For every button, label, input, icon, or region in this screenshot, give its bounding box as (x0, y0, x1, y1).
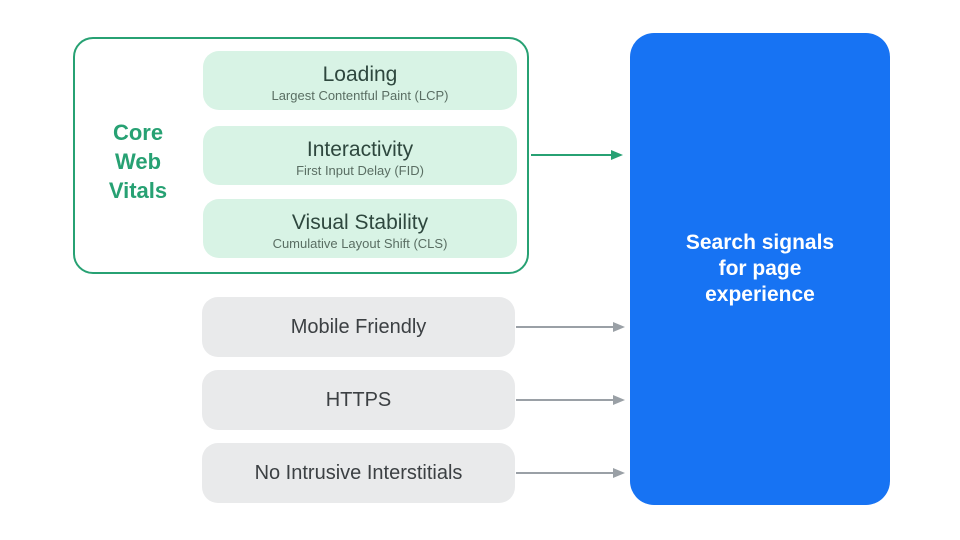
metric-subtitle: Largest Contentful Paint (LCP) (271, 87, 449, 103)
metric-subtitle: First Input Delay (FID) (296, 162, 424, 178)
metric-card-visual-stability: Visual Stability Cumulative Layout Shift… (203, 199, 517, 258)
search-signals-panel: Search signals for page experience (630, 33, 890, 505)
core-web-vitals-label: Core Web Vitals (73, 118, 203, 205)
signal-card-no-intrusive-interstitials: No Intrusive Interstitials (202, 443, 515, 503)
metric-title: Visual Stability (291, 210, 429, 234)
signal-label: No Intrusive Interstitials (254, 461, 463, 484)
core-web-vitals-label-line: Core (112, 120, 164, 145)
metric-subtitle: Cumulative Layout Shift (CLS) (272, 235, 448, 251)
core-web-vitals-label-line: Web (114, 149, 162, 174)
metric-card-loading: Loading Largest Contentful Paint (LCP) (203, 51, 517, 110)
metric-card-interactivity: Interactivity First Input Delay (FID) (203, 126, 517, 185)
signal-card-mobile-friendly: Mobile Friendly (202, 297, 515, 357)
arrow-mobile-friendly (516, 322, 625, 332)
signal-label: HTTPS (325, 388, 392, 411)
arrow-no-intrusive-interstitials (516, 468, 625, 478)
arrow-core-web-vitals (531, 150, 623, 160)
search-signals-label-line: for page (718, 257, 802, 280)
search-signals-label-line: experience (705, 283, 815, 306)
arrow-https (516, 395, 625, 405)
signal-label: Mobile Friendly (290, 315, 427, 338)
search-signals-label-line: Search signals (685, 231, 835, 254)
metric-title: Loading (322, 62, 398, 86)
metric-title: Interactivity (306, 137, 414, 161)
signal-card-https: HTTPS (202, 370, 515, 430)
core-web-vitals-label-line: Vitals (108, 178, 168, 203)
